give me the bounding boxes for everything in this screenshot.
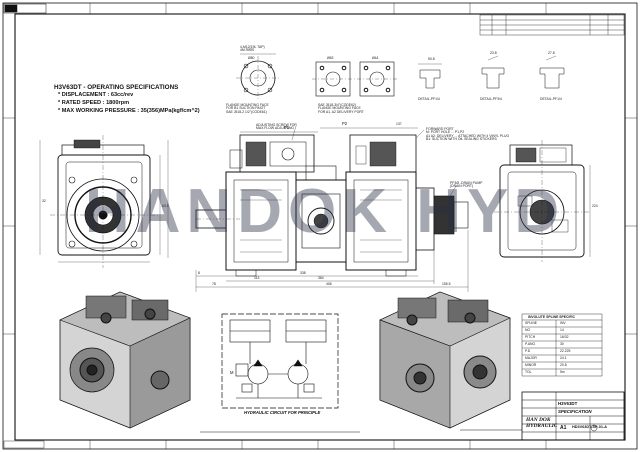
flange-suction-label: FLANGE MOUNTING FACE FOR B1 SUCTION PAIO… xyxy=(226,103,269,114)
spec-displacement: * DISPLACEMENT : 63cc/rev xyxy=(58,92,134,98)
spec-rated-speed: * RATED SPEED : 1800rpm xyxy=(58,100,130,106)
spline-table-frame xyxy=(521,313,603,377)
dim-d6: 27.8 xyxy=(548,51,555,55)
note-drain-port: PF3/8 -DRAIN PUMP (DRAIN PORT) xyxy=(450,181,483,189)
title-model: H3V63DT xyxy=(558,401,578,406)
dim-d4: 50.8 xyxy=(428,57,435,61)
spline-cell-value: 30 xyxy=(560,341,564,346)
spline-cell-value: INV xyxy=(560,320,566,325)
dim-d14: 8 xyxy=(198,271,200,275)
detail-pf3-label: DETAIL-PF3/4 xyxy=(480,97,502,101)
company-logo: HAN DOK HYDRAULIC xyxy=(526,417,558,429)
spline-cell-value: 14 xyxy=(560,327,564,332)
dim-d13: 155.5 xyxy=(442,282,451,286)
spline-cell-value: 20.8 xyxy=(560,362,567,367)
dim-d1: Ø80 xyxy=(248,56,255,60)
flange-detail-suction xyxy=(236,53,280,100)
zone-ticks xyxy=(3,3,637,449)
spec-max-pressure: * MAX WORKING PRESSURE : 35(356)MPa(kgf/… xyxy=(58,108,200,114)
spline-cell-value: 22.225 xyxy=(560,348,571,353)
dim-d15: 63.5 xyxy=(162,204,169,208)
dim-d9: 364 xyxy=(318,276,324,280)
spline-cell-label: NO xyxy=(525,327,531,332)
spline-cell-label: TOL xyxy=(525,369,532,374)
spline-cell-value: 16/32 xyxy=(560,334,569,339)
right-end-view xyxy=(494,140,591,262)
bolt-pattern-label: 4-M12(19L TAP) 4M RIMS xyxy=(240,45,265,53)
spline-title: INVOLUTE SPLINE SPECIFIC xyxy=(528,314,575,319)
dim-d2: Ø63 xyxy=(327,56,334,60)
hydraulic-circuit xyxy=(221,313,339,409)
spline-cell-label: PITCH xyxy=(525,334,536,339)
spline-cell-label: P.D xyxy=(525,348,531,353)
dim-d12: 113 xyxy=(254,276,260,280)
isometric-render-right xyxy=(379,291,511,429)
port-details xyxy=(418,55,565,89)
dim-d10: 406 xyxy=(326,282,332,286)
spline-cell-label: MINOR xyxy=(525,362,537,367)
flange-delivery-label: SAE J518-3/4"(CODE62) FLANGE MOUNTING FA… xyxy=(318,103,364,114)
watermark: HANDOK HYD xyxy=(84,177,566,246)
dim-d7: 137 xyxy=(396,122,402,126)
isometric-render-left xyxy=(59,291,191,429)
spline-cell-label: SPLINE xyxy=(525,320,538,325)
detail-pf1-label: DETAIL-PF1/4 xyxy=(418,97,440,101)
main-side-view xyxy=(195,125,469,292)
revision-table xyxy=(479,14,625,36)
circuit-m-label: M xyxy=(230,370,234,375)
title-block-frame xyxy=(200,391,625,441)
dim-d5: 23.8 xyxy=(490,51,497,55)
spline-cell-label: MAJOR xyxy=(525,355,537,360)
spline-cell-value: 5m xyxy=(560,369,565,374)
dim-d11: 78 xyxy=(212,282,216,286)
circuit-title: HYDRAULIC CIRCUIT FOR PRINCIPLE xyxy=(244,410,321,415)
dim-d3: Ø44 xyxy=(372,56,379,60)
bottom-strip xyxy=(3,440,45,449)
left-end-view xyxy=(39,135,169,268)
sheet-size: A1 xyxy=(560,425,567,431)
drawing-number: HD3V63DT-SP-01-A xyxy=(572,425,608,429)
detail-pf5-label: DETAIL-PF1/4 xyxy=(540,97,562,101)
dim-d17: 224 xyxy=(592,204,598,208)
stamp-box xyxy=(3,3,47,14)
port-p1-label: P1 xyxy=(284,125,290,130)
dim-d16: 32 xyxy=(42,199,46,203)
spline-cell-value: 24.1 xyxy=(560,355,567,360)
note-adjusting-screw: ADJUSTING SCREW FOR MAX.FLOW ADJUSTING xyxy=(256,123,297,131)
title-sheet: SPECIFICATION xyxy=(558,409,592,414)
port-p2-label: P2 xyxy=(342,121,348,126)
spec-title: H3V63DT - OPERATING SPECIFICATIONS xyxy=(54,84,179,91)
dim-d8: 338 xyxy=(300,271,306,275)
spline-cell-label: P.ANG xyxy=(525,341,536,346)
flange-detail-delivery xyxy=(312,61,398,97)
note-forward-port: FORWARD PORT M: PORT HOLE ... P1,P2 A1 A… xyxy=(426,127,510,142)
